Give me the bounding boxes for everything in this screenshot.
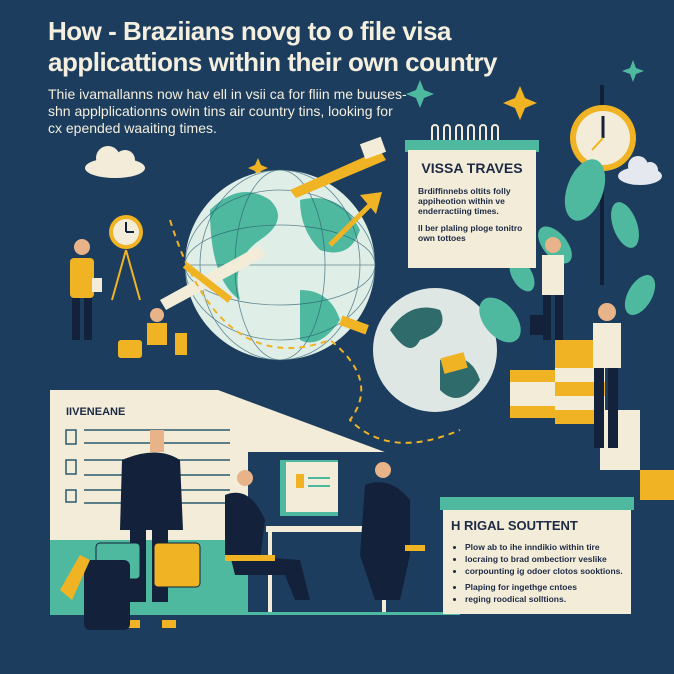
airplane-icon	[160, 136, 387, 310]
clock-icon	[570, 85, 636, 285]
sparkle-icon	[406, 60, 644, 108]
legal-card-heading: H RIGAL SOUTTENT	[451, 518, 578, 533]
visa-travel-card: VISSA TRAVES Brdiffinnebs oltits folly a…	[408, 150, 536, 268]
list-item: locraing to brad ombectiorr veslike	[465, 553, 623, 565]
visa-card-paragraph: Brdiffinnebs oltits folly appiheotion wi…	[418, 186, 511, 216]
page-subtitle: Thie ivamallanns now hav ell in vsii ca …	[48, 86, 407, 136]
list-item: Plaping for ingethge cntoes	[465, 581, 623, 593]
suitcase-icon	[84, 560, 130, 630]
briefcase-icon	[153, 542, 201, 588]
legal-solutions-card: H RIGAL SOUTTENT Plow ab to ihe inndikio…	[443, 510, 631, 614]
visa-card-heading: VISSA TRAVES	[421, 160, 523, 176]
list-item: reging roodical solltions.	[465, 593, 623, 605]
leaf-icon	[479, 159, 656, 343]
person-figure	[530, 237, 621, 448]
globe-icon	[184, 169, 376, 361]
coin-stack	[510, 340, 674, 500]
binder-rings	[431, 124, 499, 140]
cloud-icon	[618, 156, 662, 185]
list-item: corpounting ig odoer clotos sooktions.	[465, 565, 623, 577]
cloud-icon	[85, 146, 145, 178]
computer-icon	[280, 460, 338, 516]
person-figure	[70, 239, 102, 340]
clock-icon	[109, 215, 143, 301]
form-panel-label: IIVENEANE	[66, 406, 126, 418]
person-figure	[118, 308, 187, 358]
person-figure	[225, 462, 425, 600]
globe-icon	[373, 288, 497, 412]
list-item: Plow ab to ihe inndikio within tire	[465, 541, 623, 553]
desk	[266, 526, 386, 532]
arrow-icon	[328, 203, 372, 247]
page-title: How - Braziians novg to o file visa appl…	[48, 16, 498, 77]
sparkle-icon	[503, 86, 537, 120]
visa-card-paragraph: Il ber plaling ploge tonitro own tottoes	[418, 223, 523, 243]
sparkle-icon	[248, 158, 268, 178]
